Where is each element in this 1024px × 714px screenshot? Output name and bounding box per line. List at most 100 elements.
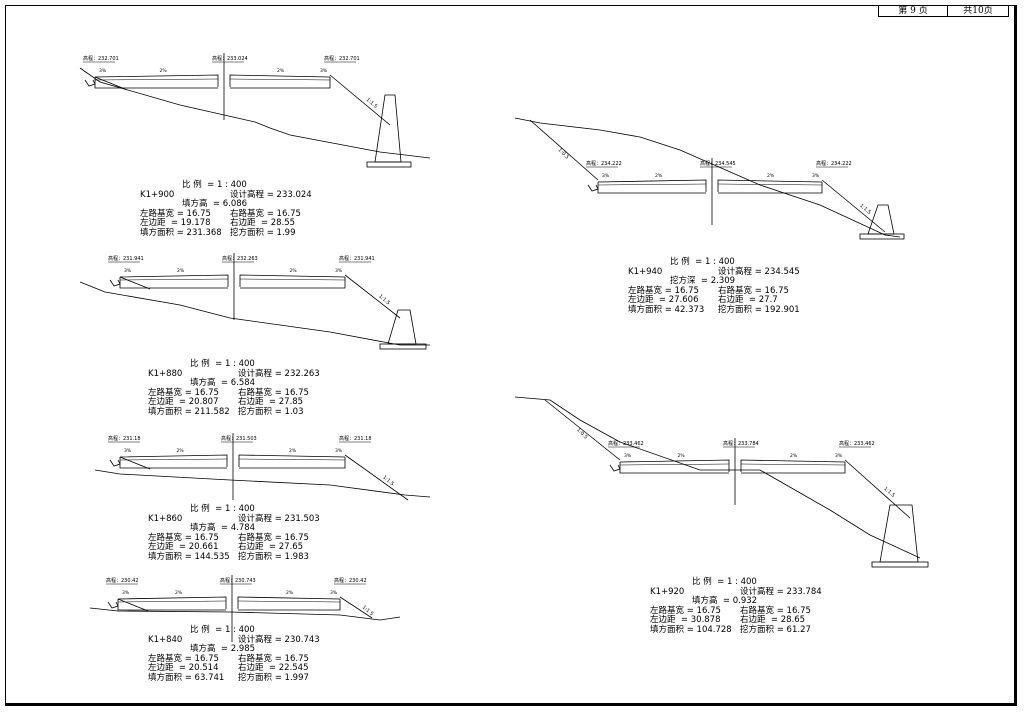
pavement-layer [238,458,346,461]
info-text: 填方面积 [628,304,663,315]
slope-edge-right: 3% [835,453,843,459]
info-text: 挖方面积 [230,227,265,238]
info-text: 左路基宽 [148,532,183,543]
slope-ratio-left: 1:0.5 [557,147,570,160]
fill-area: 填方面积 = 211.582 [148,406,230,417]
info-text: 1.983 [284,551,309,562]
info-text: 设计高程 [740,586,775,597]
info-text: K1+860 [148,513,183,524]
wall-footing [871,561,929,568]
info-text: 比 例 [190,625,210,635]
road-base-left [597,182,706,194]
info-text: 20.661 [188,542,219,552]
right-side-slope [344,454,409,501]
info-text: 16.75 [284,653,309,664]
info-text: 1 : 400 [224,504,255,514]
info-text: 左边距 [148,663,174,673]
scale-row: 比 例 = 1 : 400 [670,257,735,267]
info-text: 填方面积 [650,624,685,635]
road-surface-right [238,454,346,467]
info-text: 右路基宽 [718,285,753,296]
info-text: 比 例 [182,180,202,190]
right-side-slope [821,179,886,233]
elevation-center-label: 高程：233.024 [212,55,248,62]
road-base-left [119,457,227,469]
drainage-ditch [84,79,96,87]
road-base-right [238,599,341,611]
page-indicator: 第 9 页 共10页 [878,5,1009,17]
info-text: 16.75 [276,208,301,219]
road-surface-left [119,274,229,287]
right-width: 右路基宽 = 16.75 [238,653,309,664]
info-text: 27.65 [278,542,304,552]
slope-edge-left: 3% [122,590,130,596]
design-elevation: 设计高程 = 231.503 [238,513,320,524]
right-distance: 右边距 = 27.85 [238,397,304,407]
elevation-right-label: 高程：231.18 [339,435,372,442]
slope-mid-right: 2% [790,453,798,459]
road-surface-left [597,179,707,192]
info-text: 233.024 [276,189,312,200]
left-distance: 左边距 = 20.661 [148,542,219,552]
info-text: 1.997 [284,672,309,683]
elevation-right-label: 高程：232.701 [324,55,360,62]
scale-row: 比 例 = 1 : 400 [692,577,757,587]
info-text: 144.535 [194,551,230,562]
right-distance: 右边距 = 28.65 [740,615,806,625]
elevation-left-label: 高程：234.222 [586,160,622,167]
info-text: 104.728 [696,624,732,635]
slope-mid-left: 2% [655,173,663,179]
info-text: 挖方面积 [238,551,273,562]
info-text: 16.75 [674,285,699,296]
fill-cut-height: 填方高 = 4.784 [190,523,256,533]
slope-ratio-left: 1:0.5 [575,427,588,440]
info-text: 61.27 [786,624,811,635]
left-distance: 左边距 = 20.514 [148,663,219,673]
fill-area: 填方面积 = 231.368 [140,227,222,238]
info-text: 16.75 [194,387,219,398]
ground-line [89,607,401,621]
design-elevation: 设计高程 = 232.263 [238,368,320,379]
info-text: 左边距 [650,615,676,625]
left-cut-slope [544,399,621,461]
ground-line [94,469,431,498]
station-label: K1+920 [650,587,740,598]
left-width: 左路基宽 = 16.75 [650,605,721,616]
info-text: 右边距 [230,218,256,228]
slope-edge-left: 3% [602,173,610,179]
scale-row: 比 例 = 1 : 400 [190,625,255,635]
cut-area: 挖方面积 = 61.27 [740,624,811,635]
left-width: 左路基宽 = 16.75 [148,387,219,398]
fill-cut-height: 填方高 = 2.985 [190,644,256,654]
left-fill-slope [117,598,149,612]
pavement-layer [94,78,219,81]
cross-section-K1-840 [89,575,401,642]
info-text: 2.309 [710,276,736,286]
info-text: 231.368 [186,227,222,238]
info-text: 4.784 [230,523,256,533]
info-text: 234.545 [764,266,800,277]
info-text: 左边距 [140,218,166,228]
info-text: 比 例 [670,257,690,267]
info-text: 16.75 [786,605,811,616]
elevation-center-label: 高程：230.743 [220,577,256,584]
info-text: 右路基宽 [740,605,775,616]
road-base-right [240,277,346,289]
slope-mid-right: 2% [289,448,297,454]
info-text: 20.807 [188,397,219,407]
info-text: 27.85 [278,397,304,407]
info-text: 挖方面积 [238,672,273,683]
info-text: 192.901 [764,304,800,315]
design-elevation: 设计高程 = 233.024 [230,189,312,200]
slope-mid-right: 2% [286,590,294,596]
pavement-layer [117,600,227,603]
road-surface-left [619,459,730,472]
left-width: 左路基宽 = 16.75 [148,653,219,664]
pavement-layer [740,463,846,466]
